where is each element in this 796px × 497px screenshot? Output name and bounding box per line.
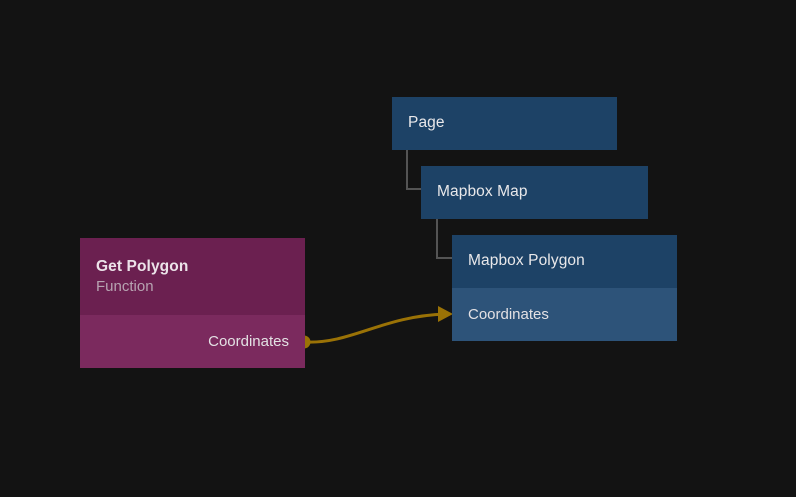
node-mapbox-map-header[interactable]: Mapbox Map	[421, 166, 648, 219]
tree-link-page-to-mapbox-map	[406, 150, 422, 190]
node-get-polygon-output-coordinates[interactable]: Coordinates	[80, 315, 305, 368]
node-get-polygon[interactable]: Get Polygon Function Coordinates	[80, 238, 305, 368]
node-get-polygon-output-label: Coordinates	[208, 333, 289, 350]
node-mapbox-polygon-header[interactable]: Mapbox Polygon	[452, 235, 677, 288]
node-mapbox-polygon-title: Mapbox Polygon	[468, 252, 585, 270]
node-mapbox-polygon[interactable]: Mapbox Polygon Coordinates	[452, 235, 677, 341]
node-page[interactable]: Page	[392, 97, 617, 150]
node-mapbox-map-title: Mapbox Map	[437, 183, 528, 201]
node-mapbox-polygon-property-coordinates[interactable]: Coordinates	[452, 288, 677, 341]
node-page-header[interactable]: Page	[392, 97, 617, 150]
node-get-polygon-subtitle: Function	[96, 277, 154, 295]
wire-target-arrowhead-icon	[438, 306, 453, 322]
node-mapbox-polygon-property-label: Coordinates	[468, 306, 549, 323]
node-get-polygon-header[interactable]: Get Polygon Function	[80, 238, 305, 315]
tree-link-mapbox-map-to-mapbox-polygon	[436, 219, 453, 259]
node-mapbox-map[interactable]: Mapbox Map	[421, 166, 648, 219]
wire-coordinates-to-coordinates	[304, 312, 447, 344]
node-get-polygon-title: Get Polygon	[96, 257, 189, 275]
node-page-title: Page	[408, 114, 445, 132]
